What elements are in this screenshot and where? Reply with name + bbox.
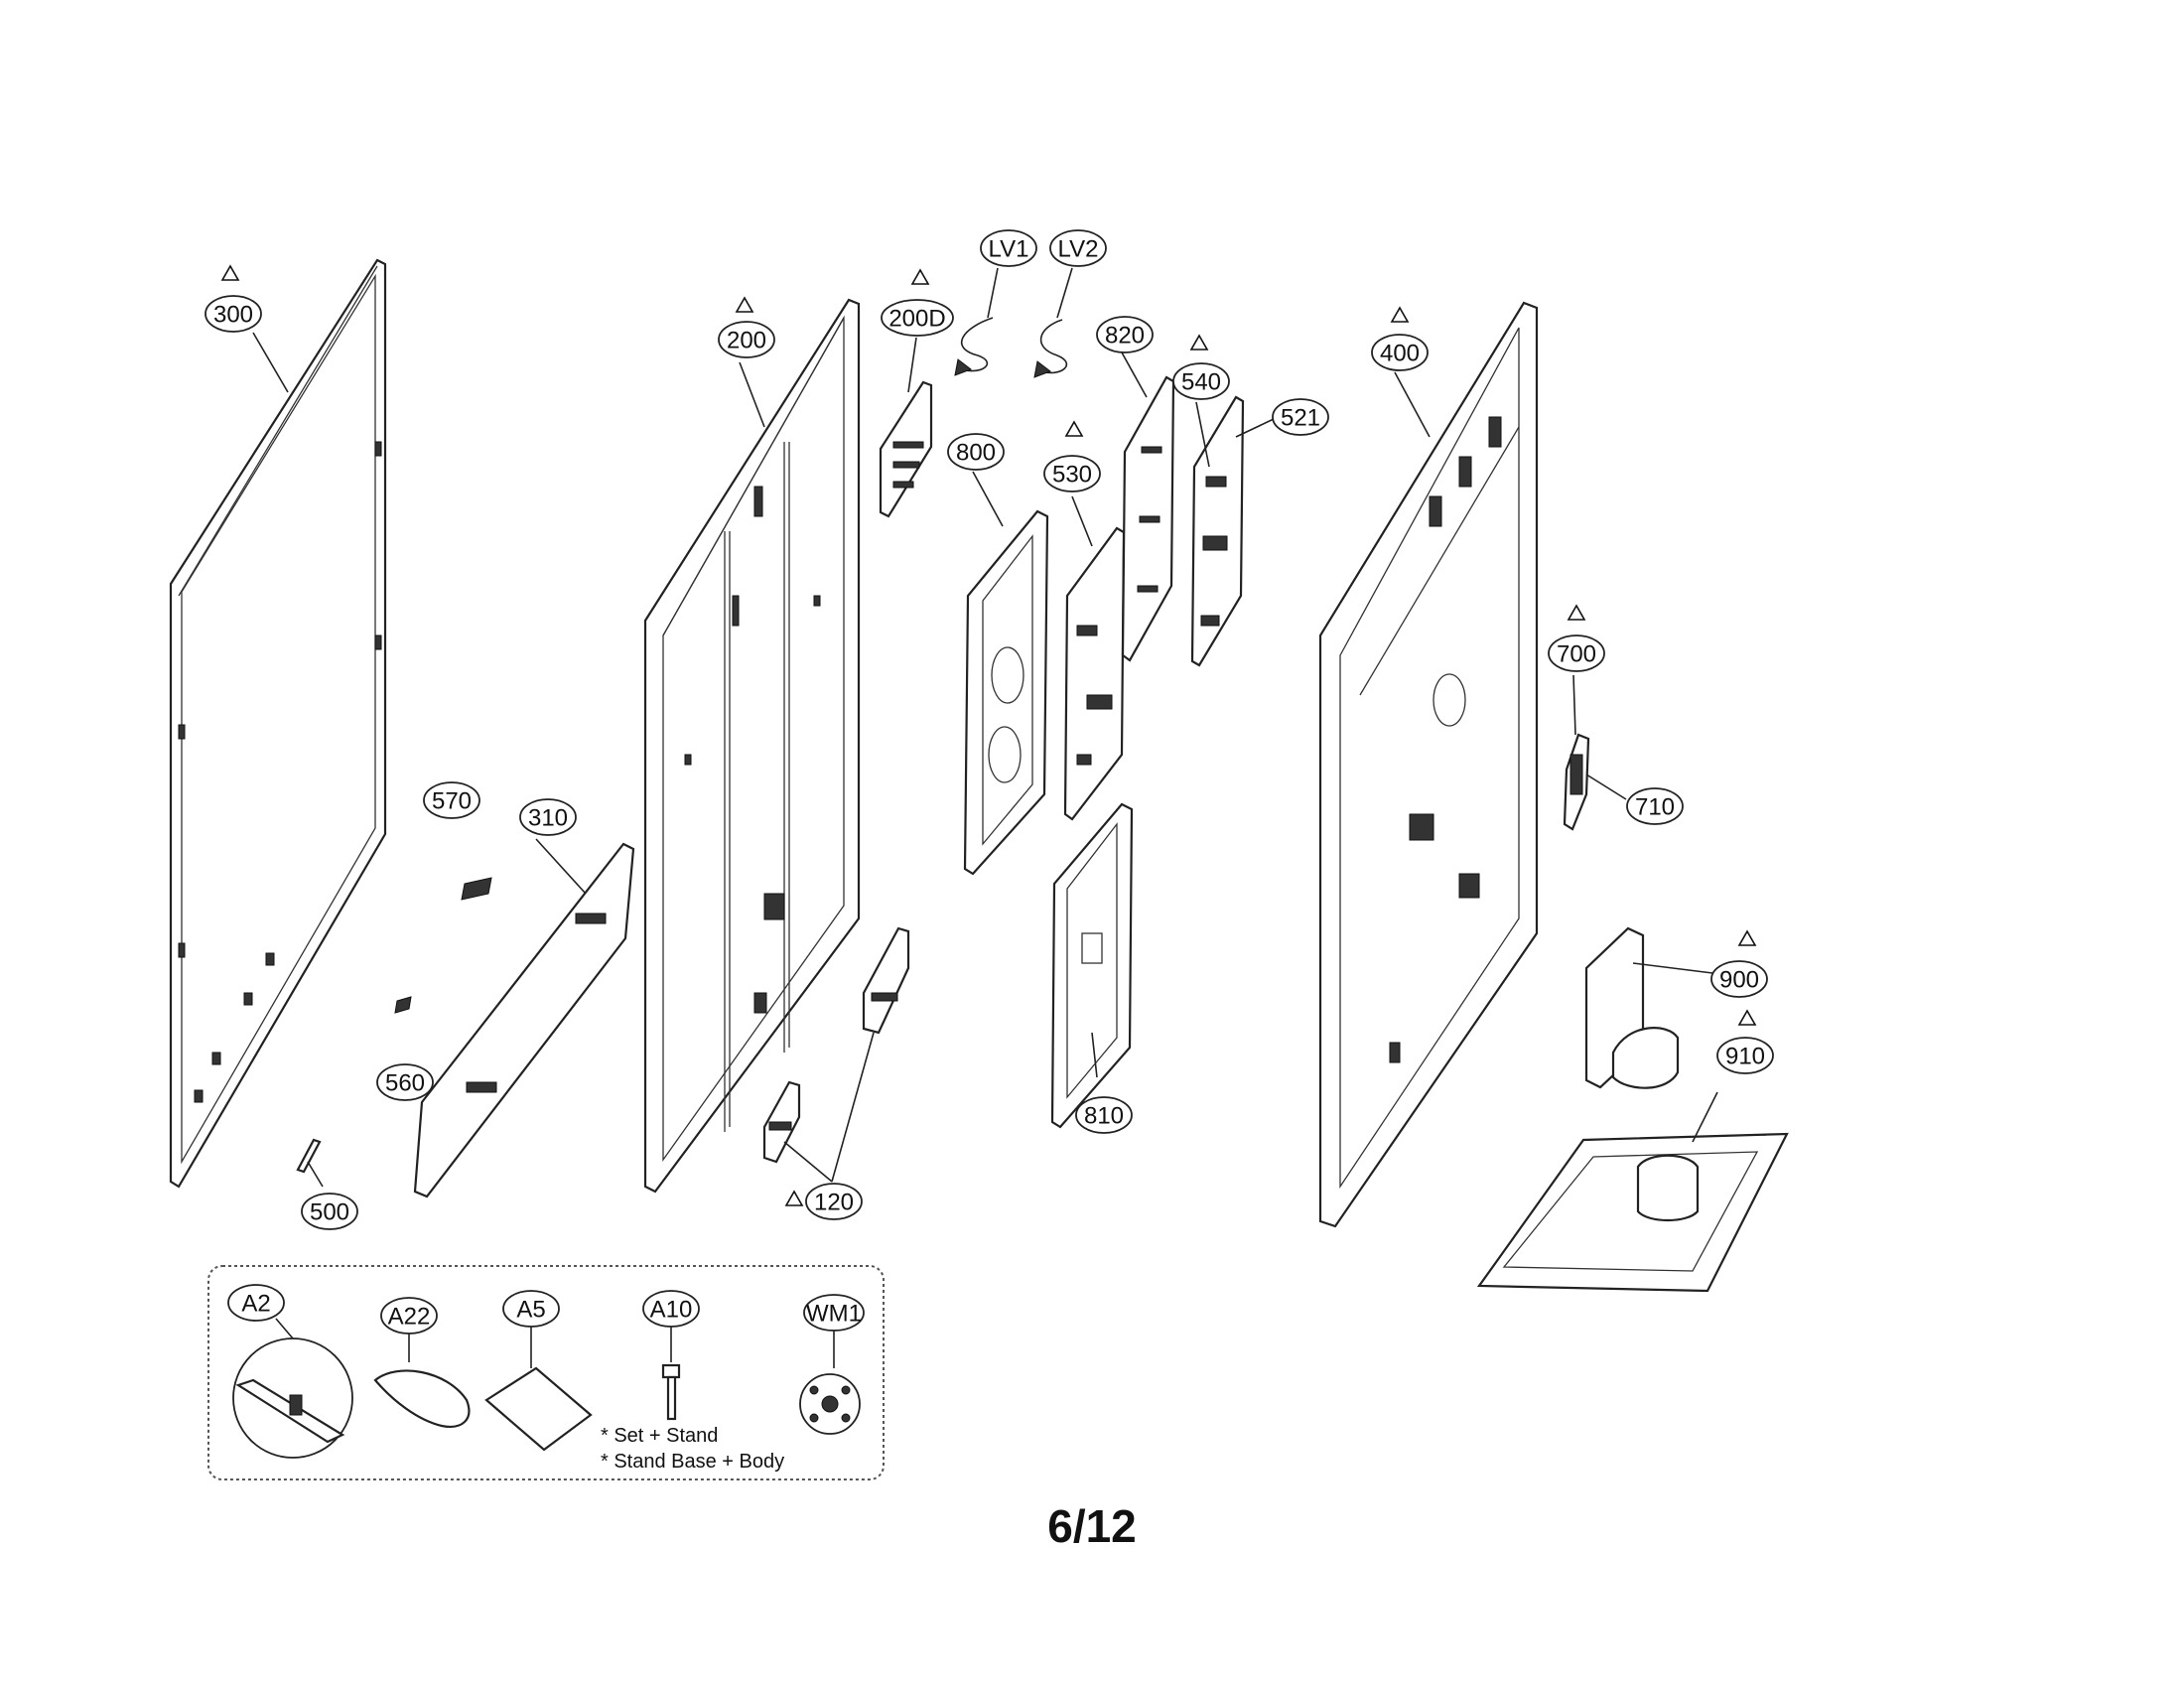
callout-540: 540 — [1172, 362, 1230, 400]
svg-text:820: 820 — [1105, 323, 1145, 350]
svg-text:300: 300 — [213, 302, 253, 329]
svg-text:700: 700 — [1557, 641, 1596, 668]
svg-text:120: 120 — [814, 1190, 854, 1216]
svg-text:LV2: LV2 — [1058, 236, 1099, 263]
svg-text:570: 570 — [432, 788, 472, 815]
part-570-chip — [461, 877, 492, 901]
part-200D-board — [879, 380, 933, 518]
svg-text:A10: A10 — [650, 1297, 693, 1324]
part-120-speakers — [762, 926, 910, 1164]
svg-text:A5: A5 — [516, 1297, 545, 1324]
part-800-shield — [963, 509, 1049, 876]
svg-text:530: 530 — [1052, 462, 1092, 489]
callout-200: 200 — [718, 321, 775, 358]
note-set-stand: * Set + Stand — [601, 1425, 718, 1447]
callout-400: 400 — [1371, 334, 1429, 371]
callout-530: 530 — [1043, 455, 1101, 492]
part-810-bracket — [1050, 802, 1134, 1129]
part-300-front-bezel — [169, 258, 387, 1189]
svg-text:WM1: WM1 — [806, 1301, 862, 1328]
part-LV2-cable — [1033, 319, 1068, 378]
part-310-frame-bar — [413, 842, 635, 1198]
part-400-back-cover — [1318, 301, 1539, 1228]
svg-text:540: 540 — [1181, 369, 1221, 396]
callout-521: 521 — [1272, 398, 1329, 436]
screw-icon — [661, 1327, 681, 1421]
callout-820: 820 — [1096, 316, 1154, 353]
callout-A2: A2 — [227, 1284, 285, 1322]
callout-500: 500 — [301, 1193, 358, 1230]
remote-control-icon — [232, 1318, 353, 1459]
part-900-stand-neck — [1584, 926, 1680, 1089]
callout-A22: A22 — [380, 1297, 438, 1335]
svg-text:900: 900 — [1719, 967, 1759, 994]
accessory-box: A2 A22 A5 A10 WM1 — [207, 1265, 885, 1480]
callout-WM1: WM1 — [803, 1294, 865, 1332]
note-stand-base-body: * Stand Base + Body — [601, 1451, 784, 1473]
warning-icons — [220, 264, 1757, 1206]
svg-text:560: 560 — [385, 1070, 425, 1097]
wall-mount-icon — [799, 1331, 861, 1435]
svg-text:810: 810 — [1084, 1103, 1124, 1130]
callout-120: 120 — [805, 1183, 863, 1220]
part-530-main-board — [1063, 526, 1126, 821]
callout-LV2: LV2 — [1049, 229, 1107, 267]
callout-560: 560 — [376, 1063, 434, 1101]
part-500-strip — [296, 1138, 322, 1174]
callout-A5: A5 — [502, 1290, 560, 1328]
manual-icon — [484, 1327, 593, 1452]
part-700-710-module — [1563, 733, 1590, 831]
callout-570: 570 — [423, 781, 480, 819]
svg-text:800: 800 — [956, 440, 996, 467]
part-540-board — [1190, 395, 1245, 667]
part-820-plate — [1121, 375, 1175, 662]
callout-310: 310 — [519, 798, 577, 836]
part-LV1-cable — [954, 317, 994, 376]
callout-LV1: LV1 — [980, 229, 1037, 267]
svg-text:400: 400 — [1380, 341, 1420, 367]
callout-910: 910 — [1716, 1037, 1774, 1074]
callout-300: 300 — [205, 295, 262, 333]
svg-text:710: 710 — [1635, 794, 1675, 821]
callout-810: 810 — [1075, 1096, 1133, 1134]
svg-text:LV1: LV1 — [989, 236, 1029, 263]
callout-800: 800 — [947, 433, 1005, 471]
page-number: 6/12 — [1047, 1500, 1137, 1552]
callout-200D: 200D — [881, 299, 954, 337]
callout-700: 700 — [1548, 634, 1605, 672]
part-200-lcd-module — [643, 298, 861, 1194]
svg-text:910: 910 — [1725, 1044, 1765, 1070]
stand-cover-icon — [373, 1334, 471, 1428]
svg-text:200: 200 — [727, 328, 766, 354]
callout-900: 900 — [1710, 960, 1768, 998]
part-910-stand-base — [1476, 1132, 1789, 1293]
svg-text:A2: A2 — [241, 1291, 270, 1318]
part-560-chip — [394, 996, 412, 1014]
svg-text:200D: 200D — [888, 306, 945, 333]
svg-text:A22: A22 — [388, 1304, 431, 1331]
svg-text:521: 521 — [1281, 405, 1320, 432]
callout-710: 710 — [1626, 787, 1684, 825]
callout-A10: A10 — [642, 1290, 700, 1328]
svg-text:500: 500 — [310, 1199, 349, 1226]
leader-lines — [252, 267, 1718, 1188]
svg-text:310: 310 — [528, 805, 568, 832]
